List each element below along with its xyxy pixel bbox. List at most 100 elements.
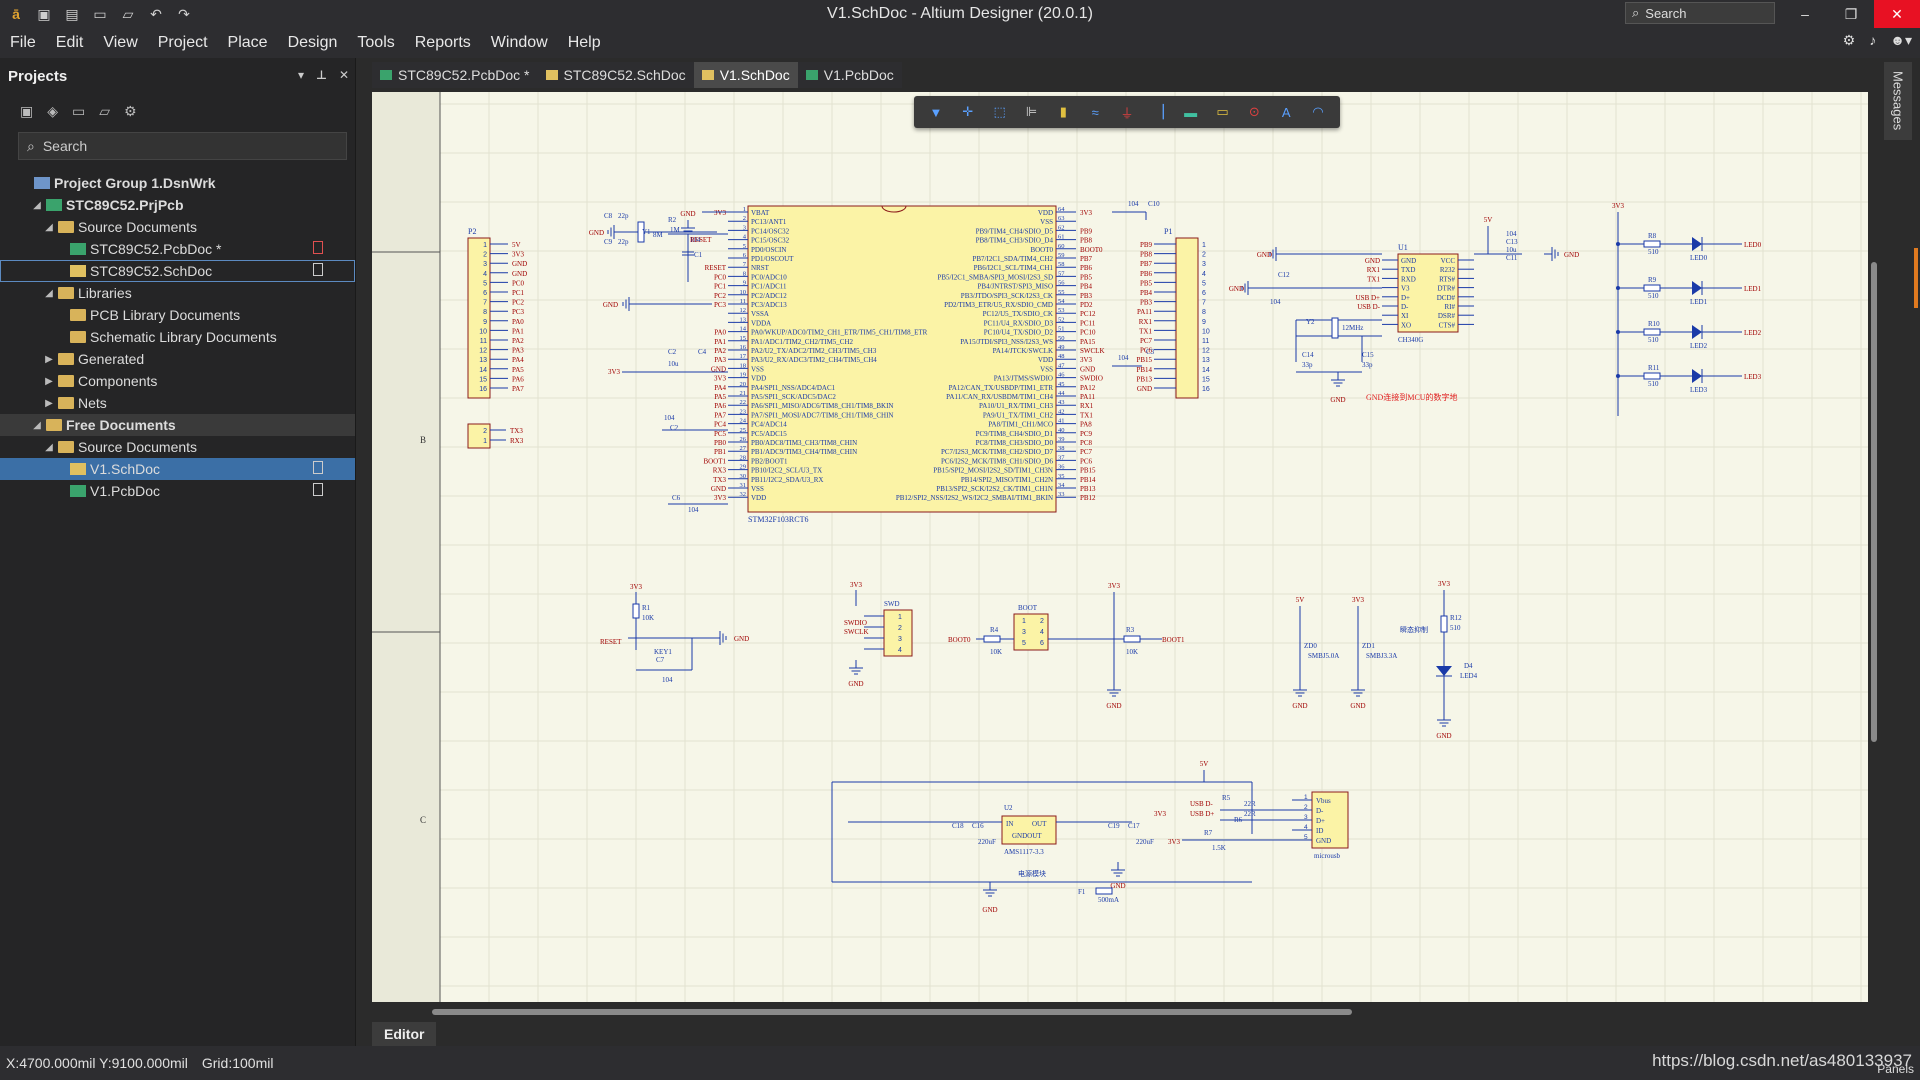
- tree-item[interactable]: ▶Components: [0, 370, 355, 392]
- global-search-input[interactable]: ⌕ Search: [1625, 2, 1775, 24]
- editor-tab[interactable]: Editor: [372, 1022, 437, 1046]
- horizontal-scroll-thumb[interactable]: [432, 1009, 1352, 1015]
- part-icon[interactable]: ▮: [1059, 104, 1067, 119]
- menu-file[interactable]: File: [10, 34, 36, 51]
- chevron-right-icon[interactable]: ▶: [45, 353, 53, 365]
- open-project-icon[interactable]: ▱: [122, 5, 134, 22]
- component-value: SMBJ5.0A: [1308, 652, 1339, 660]
- tree-item[interactable]: ◢Source Documents: [0, 436, 355, 458]
- chevron-down-icon[interactable]: ◢: [45, 441, 53, 453]
- text-icon[interactable]: A: [1281, 104, 1291, 120]
- document-tab[interactable]: STC89C52.PcbDoc *: [372, 62, 538, 88]
- tree-item[interactable]: V1.PcbDoc: [0, 480, 355, 502]
- document-tab[interactable]: V1.PcbDoc: [797, 62, 902, 88]
- pin-number: 5: [483, 280, 487, 287]
- vertical-scrollbar[interactable]: [1868, 92, 1880, 1002]
- net-label: LED3: [1744, 373, 1762, 381]
- chevron-down-icon[interactable]: ◢: [33, 419, 41, 431]
- tree-item[interactable]: PCB Library Documents: [0, 304, 355, 326]
- compile-icon[interactable]: ◈: [47, 102, 59, 119]
- net-label: SWDIO: [1080, 375, 1103, 383]
- component-ref: LED3: [1690, 386, 1708, 394]
- document-tab[interactable]: STC89C52.SchDoc: [537, 62, 694, 88]
- pin-number: 1: [483, 242, 487, 249]
- component-ref: C7: [656, 656, 665, 664]
- net-label: LED0: [1744, 241, 1762, 249]
- chevron-down-icon[interactable]: ◢: [33, 199, 41, 211]
- document-tab[interactable]: V1.SchDoc: [693, 62, 798, 88]
- pin-icon[interactable]: ⊥: [315, 68, 327, 82]
- tree-item[interactable]: Project Group 1.DsnWrk: [0, 172, 355, 194]
- harness-icon[interactable]: ▬: [1184, 104, 1198, 120]
- chevron-down-icon[interactable]: ◢: [45, 287, 53, 299]
- tree-item[interactable]: STC89C52.PcbDoc *: [0, 238, 355, 260]
- component-ref: C2: [670, 424, 679, 432]
- vertical-scroll-thumb[interactable]: [1871, 262, 1877, 742]
- schematic-drawing[interactable]: BCSTM32F103RCT6VBAT13V3PC13/ANT12PC14/OS…: [372, 92, 1868, 1002]
- projects-search-input[interactable]: ⌕ Search: [18, 132, 347, 160]
- close-folder-icon[interactable]: ▱: [99, 102, 111, 119]
- menu-place[interactable]: Place: [227, 34, 268, 51]
- net-label: GND: [1257, 251, 1272, 259]
- tree-item[interactable]: ◢Free Documents: [0, 414, 355, 436]
- user-icon[interactable]: ☻▾: [1890, 32, 1912, 48]
- panels-button[interactable]: Panels: [1877, 1062, 1914, 1076]
- tree-item[interactable]: ▶Nets: [0, 392, 355, 414]
- mcu-pin-name: PA7/SPI1_MOSI/ADC7/TIM8_CH1/TIM8_CHIN: [751, 411, 893, 419]
- mcu-pin-name: PA2/U2_TX/ADC2/TIM2_CH3/TIM5_CH3: [751, 347, 877, 355]
- tree-item[interactable]: ◢Source Documents: [0, 216, 355, 238]
- menu-edit[interactable]: Edit: [55, 34, 84, 51]
- save-all-icon[interactable]: ▤: [65, 5, 79, 22]
- chevron-right-icon[interactable]: ▶: [45, 397, 53, 409]
- redo-icon[interactable]: ↷: [178, 5, 190, 22]
- save-icon[interactable]: ▣: [37, 5, 51, 22]
- panel-close-icon[interactable]: ✕: [338, 68, 349, 82]
- panel-menu-icon[interactable]: ▾: [297, 68, 304, 82]
- open-icon[interactable]: ▭: [93, 5, 107, 22]
- menu-design[interactable]: Design: [287, 34, 338, 51]
- maximize-button[interactable]: ❐: [1844, 5, 1858, 22]
- net-label: 3V3: [1080, 356, 1093, 364]
- folder-icon: [58, 353, 74, 365]
- power-port-icon[interactable]: ⏚: [1120, 105, 1134, 121]
- tree-item[interactable]: V1.SchDoc: [0, 458, 355, 480]
- menu-tools[interactable]: Tools: [357, 34, 395, 51]
- save-project-icon[interactable]: ▣: [20, 102, 34, 119]
- tree-item[interactable]: ◢Libraries: [0, 282, 355, 304]
- connector-swd: [883, 609, 913, 657]
- tree-item[interactable]: ▶Generated: [0, 348, 355, 370]
- pin-number: 3: [1202, 261, 1206, 268]
- open-folder-icon[interactable]: ▭: [72, 102, 86, 119]
- horizontal-scrollbar[interactable]: [372, 1002, 1868, 1022]
- port-icon[interactable]: ▭: [1216, 104, 1229, 119]
- directive-icon[interactable]: ⊙: [1248, 104, 1260, 119]
- menu-reports[interactable]: Reports: [414, 34, 471, 51]
- chevron-down-icon[interactable]: ◢: [45, 221, 53, 233]
- component-name: microusb: [1314, 852, 1341, 860]
- tree-item[interactable]: ◢STC89C52.PrjPcb: [0, 194, 355, 216]
- filter-icon[interactable]: ▼: [929, 104, 943, 120]
- select-icon[interactable]: ⬚: [993, 104, 1006, 119]
- menu-help[interactable]: Help: [567, 34, 601, 51]
- close-button[interactable]: ✕: [1874, 0, 1920, 28]
- mcu-pin-number: 44: [1058, 390, 1065, 397]
- bus-icon[interactable]: ▕: [1153, 104, 1164, 119]
- menu-window[interactable]: Window: [490, 34, 548, 51]
- gear-icon[interactable]: ⚙: [1842, 32, 1856, 48]
- move-icon[interactable]: ✛: [962, 104, 974, 119]
- tree-item[interactable]: STC89C52.SchDoc: [0, 260, 355, 282]
- tree-item[interactable]: Schematic Library Documents: [0, 326, 355, 348]
- settings-icon[interactable]: ⚙: [124, 102, 137, 119]
- arc-icon[interactable]: ◠: [1312, 104, 1324, 119]
- messages-tab[interactable]: Messages: [1884, 62, 1912, 140]
- bell-icon[interactable]: ♪: [1869, 32, 1877, 48]
- align-icon[interactable]: ⊫: [1025, 104, 1038, 119]
- menu-project[interactable]: Project: [157, 34, 208, 51]
- chevron-right-icon[interactable]: ▶: [45, 375, 53, 387]
- resistor-body: [1643, 328, 1661, 336]
- minimize-button[interactable]: ‒: [1801, 6, 1809, 22]
- menu-view[interactable]: View: [103, 34, 138, 51]
- undo-icon[interactable]: ↶: [150, 5, 162, 22]
- wire-icon[interactable]: ≈: [1091, 104, 1099, 120]
